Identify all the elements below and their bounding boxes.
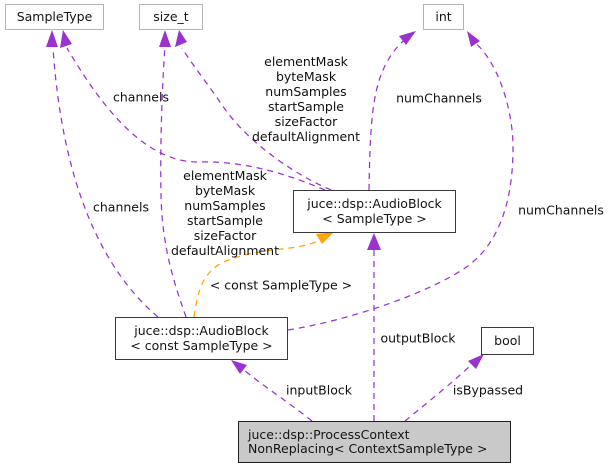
arrowhead-inputblock xyxy=(231,360,247,374)
edge-label-template-instantiation: < const SampleType > xyxy=(209,277,353,293)
edge-label-members-left-3: startSample xyxy=(187,213,263,228)
edge-label-members-left-0: elementMask xyxy=(183,168,267,183)
edge-label-members-top-5: defaultAlignment xyxy=(251,129,361,144)
edge-label-channels-left: channels xyxy=(93,199,149,215)
node-size-t-label: size_t xyxy=(153,8,189,24)
edge-audioblock-to-int xyxy=(368,37,408,191)
edge-label-outputblock: outputBlock xyxy=(380,330,456,346)
edge-label-members-left-4: sizeFactor xyxy=(193,228,257,243)
node-sampletype: SampleType xyxy=(5,4,104,30)
arrowhead-int-left xyxy=(399,31,416,45)
edge-label-channels-top: channels xyxy=(113,89,169,105)
arrowhead-sampletype-left xyxy=(46,30,58,47)
node-audioblock-sampletype[interactable]: juce::dsp::AudioBlock < SampleType > xyxy=(293,190,456,233)
node-audioblock-const-sampletype-line1: juce::dsp::AudioBlock xyxy=(134,323,269,338)
edge-const-audioblock-to-sizet xyxy=(160,46,187,318)
node-size-t: size_t xyxy=(139,4,203,30)
edge-audioblock-to-sampletype xyxy=(66,47,326,191)
arrowhead-outputblock xyxy=(367,233,381,250)
edge-label-members-top-1: byteMask xyxy=(275,69,337,84)
arrowhead-isbypassed xyxy=(468,354,484,369)
arrowhead-int-right xyxy=(467,31,480,47)
node-audioblock-sampletype-line1: juce::dsp::AudioBlock xyxy=(307,196,442,211)
node-processcontext-line1: juce::dsp::ProcessContext xyxy=(248,426,410,442)
node-audioblock-const-sampletype-line2: < const SampleType > xyxy=(130,337,273,353)
edge-label-members-top-3: startSample xyxy=(268,99,344,114)
edge-label-members-left-1: byteMask xyxy=(194,183,256,198)
edge-label-members-top-4: sizeFactor xyxy=(274,114,338,129)
edge-label-members-left: elementMask byteMask numSamples startSam… xyxy=(171,168,279,258)
edge-audioblock-to-sizet xyxy=(181,47,332,191)
node-processcontext-nonreplacing: juce::dsp::ProcessContext NonReplacing< … xyxy=(238,421,511,463)
edge-label-numchannels-right: numChannels xyxy=(518,202,604,218)
node-audioblock-const-sampletype[interactable]: juce::dsp::AudioBlock < const SampleType… xyxy=(115,317,288,360)
arrowhead-sampletype-right xyxy=(60,30,72,48)
node-processcontext-line2: NonReplacing< ContextSampleType > xyxy=(248,441,488,456)
edge-label-isbypassed: isBypassed xyxy=(452,382,524,398)
node-sampletype-label: SampleType xyxy=(16,8,93,24)
edge-label-members-left-2: numSamples xyxy=(184,198,266,213)
edge-label-members-top-0: elementMask xyxy=(264,54,348,69)
node-int: int xyxy=(423,4,464,30)
node-audioblock-sampletype-line2: < SampleType > xyxy=(322,210,427,226)
edge-isbypassed xyxy=(404,363,473,422)
node-bool-label: bool xyxy=(494,332,521,348)
edge-inputblock xyxy=(242,368,313,422)
arrowhead-sizet-left xyxy=(159,30,171,47)
edge-template-instantiation xyxy=(193,239,321,318)
edge-label-members-top-2: numSamples xyxy=(265,84,347,99)
edge-const-audioblock-to-sampletype xyxy=(52,47,159,318)
edge-label-members-top: elementMask byteMask numSamples startSam… xyxy=(252,54,360,144)
node-bool: bool xyxy=(481,327,534,355)
edge-label-inputblock: inputBlock xyxy=(286,382,352,398)
arrowhead-sizet-right xyxy=(175,30,187,47)
node-int-label: int xyxy=(435,8,452,24)
edge-label-numchannels-top: numChannels xyxy=(396,90,482,106)
edge-label-members-left-5: defaultAlignment xyxy=(170,243,280,258)
arrowhead-template-instantiation xyxy=(316,232,334,244)
